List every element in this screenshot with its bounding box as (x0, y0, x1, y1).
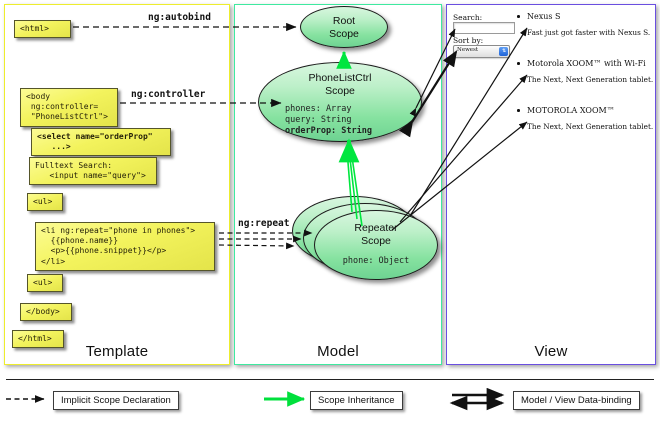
legend-item-model-view-data-binding: Model / View Data-binding (513, 391, 640, 410)
legend-item-implicit-scope-declaration: Implicit Scope Declaration (53, 391, 179, 410)
scope-repeater: Repeater Scope phone: Object (314, 210, 438, 280)
label-ng-autobind: ng:autobind (148, 12, 211, 23)
scope-root: Root Scope (300, 6, 388, 48)
code-box-html-close: </html> (12, 330, 64, 349)
scope-phonelistctrl: PhoneListCtrl Scope phones: Array query:… (258, 62, 422, 142)
view-list-item: Motorola XOOM™ with Wi-Fi The Next, Next… (517, 59, 655, 84)
panel-model-label: Model (317, 343, 359, 360)
updown-stepper-icon[interactable]: ⇅ (499, 47, 508, 56)
panel-view-label: View (534, 343, 568, 360)
scope-prop-orderprop: orderProp: String (285, 126, 372, 137)
code-box-select-orderprop: <select name="orderProp" ...> (31, 128, 171, 157)
scope-phonelistctrl-title-1: PhoneListCtrl (308, 72, 372, 84)
scope-root-title-2: Scope (329, 28, 359, 40)
legend: Implicit Scope Declaration Scope Inherit… (0, 378, 660, 421)
bullet-icon (517, 15, 520, 18)
view-item-name: Motorola XOOM™ with Wi-Fi (527, 59, 646, 68)
view-item-snippet: The Next, Next Generation tablet. (527, 122, 654, 131)
view-item-snippet: Fast just got faster with Nexus S. (527, 28, 651, 37)
view-item-name: MOTOROLA XOOM™ (527, 106, 615, 115)
label-ng-repeat: ng:repeat (238, 218, 290, 229)
view-search-label: Search: (453, 13, 483, 22)
code-box-body-close: </body> (20, 303, 72, 322)
view-sort-label: Sort by: (453, 36, 484, 45)
panel-model: Model (234, 4, 442, 365)
code-box-body-controller: <body ng:controller= "PhoneListCtrl"> (20, 88, 118, 127)
label-ng-controller: ng:controller (131, 89, 206, 100)
code-box-html-open: <html> (14, 20, 71, 39)
legend-divider (6, 379, 654, 380)
scope-repeater-prop-phone: phone: Object (342, 256, 410, 266)
scope-phonelistctrl-props: phones: Array query: String orderProp: S… (285, 104, 372, 137)
scope-repeater-title-1: Repeater (354, 222, 398, 234)
bullet-icon (517, 62, 520, 65)
scope-root-title-1: Root (332, 15, 356, 27)
view-sort-select[interactable]: Newest ⇅ (453, 45, 510, 58)
code-box-ul-close: <ul> (27, 274, 63, 293)
panel-template-label: Template (85, 343, 149, 360)
legend-item-scope-inheritance: Scope Inheritance (310, 391, 403, 410)
scope-prop-phones: phones: Array (285, 104, 352, 114)
scope-prop-query: query: String (285, 115, 352, 126)
code-box-li-ngrepeat: <li ng:repeat="phone in phones"> {{phone… (35, 222, 215, 271)
scope-phonelistctrl-title-2: Scope (325, 85, 355, 97)
view-list-item: Nexus S Fast just got faster with Nexus … (517, 12, 655, 37)
code-box-fulltext-search: Fulltext Search: <input name="query"> (29, 157, 157, 186)
legend-arrows (6, 387, 505, 411)
view-search-input[interactable] (453, 22, 515, 34)
view-item-name: Nexus S (527, 12, 561, 21)
view-list-item: MOTOROLA XOOM™ The Next, Next Generation… (517, 106, 655, 131)
view-sort-selected-value: Newest (457, 47, 479, 53)
scope-repeater-title-2: Scope (361, 235, 391, 247)
view-item-snippet: The Next, Next Generation tablet. (527, 75, 654, 84)
bullet-icon (517, 109, 520, 112)
code-box-ul-open: <ul> (27, 193, 63, 212)
